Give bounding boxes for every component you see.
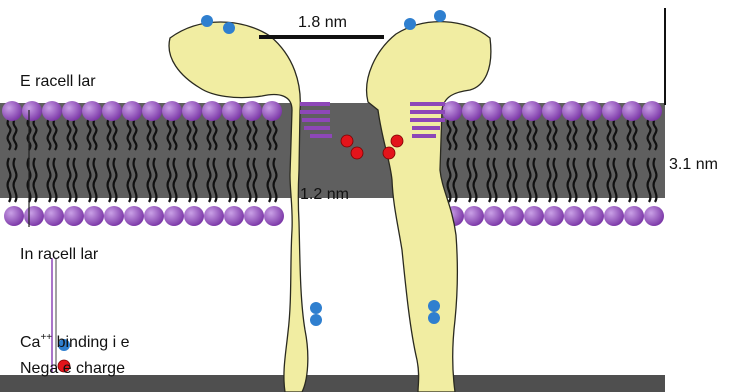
lipid-head [164, 206, 184, 226]
legend-negative-text: Nega e charge [20, 360, 125, 377]
lipid-head [524, 206, 544, 226]
membrane-thickness-label: 3.1 nm [669, 156, 718, 173]
lipid-head [84, 206, 104, 226]
legend-binding-text: Ca++ binding i e [20, 332, 130, 351]
lipid-head [124, 206, 144, 226]
lipid-head [184, 206, 204, 226]
binding-site-dot [223, 22, 235, 34]
binding-site-dot [434, 10, 446, 22]
binding-site-dot [428, 312, 440, 324]
negative-charge-dot [341, 135, 353, 147]
lipid-head [502, 101, 522, 121]
intracellular-label: In racell lar [20, 246, 99, 263]
lipid-head [262, 101, 282, 121]
lipid-head [582, 101, 602, 121]
lipid-head [122, 101, 142, 121]
lipid-head [264, 206, 284, 226]
lipid-head [544, 206, 564, 226]
lipid-head [562, 101, 582, 121]
lipid-head [584, 206, 604, 226]
lipid-head [104, 206, 124, 226]
lipid-head [644, 206, 664, 226]
lipid-head [222, 101, 242, 121]
lipid-head [44, 206, 64, 226]
lipid-head [624, 206, 644, 226]
lipid-head [484, 206, 504, 226]
lipid-head [82, 101, 102, 121]
legend: Ca++ binding i e Nega e charge [20, 332, 130, 377]
negative-charge-dot [383, 147, 395, 159]
lipid-head [162, 101, 182, 121]
lipid-head [204, 206, 224, 226]
lipid-head [182, 101, 202, 121]
pore-inner-width-label: 1.2 nm [300, 186, 349, 203]
lipid-head [622, 101, 642, 121]
lipid-head [202, 101, 222, 121]
binding-site-dot [404, 18, 416, 30]
lipid-head [244, 206, 264, 226]
binding-site-dot [201, 15, 213, 27]
negative-charge-dot [391, 135, 403, 147]
extracellular-label: Ε racell lar [20, 73, 96, 90]
lipid-head [504, 206, 524, 226]
lipid-head [564, 206, 584, 226]
pore-width-label: 1.8 nm [298, 14, 347, 31]
lipid-head [102, 101, 122, 121]
lipid-head [604, 206, 624, 226]
lipid-head [24, 206, 44, 226]
lipid-head [602, 101, 622, 121]
lipid-head [482, 101, 502, 121]
lipid-head [22, 101, 42, 121]
binding-site-dot [310, 302, 322, 314]
lipid-head [64, 206, 84, 226]
lipid-head [62, 101, 82, 121]
lipid-head [462, 101, 482, 121]
lipid-head [464, 206, 484, 226]
lipid-head [2, 101, 22, 121]
lipid-head [42, 101, 62, 121]
lipid-head [224, 206, 244, 226]
lipid-head [642, 101, 662, 121]
binding-site-dot [428, 300, 440, 312]
lipid-head [142, 101, 162, 121]
binding-site-dot [310, 314, 322, 326]
lipid-head [242, 101, 262, 121]
lipid-head [542, 101, 562, 121]
lipid-head [144, 206, 164, 226]
lipid-bilayer [0, 101, 665, 226]
negative-charge-dot [351, 147, 363, 159]
bottom-band [0, 375, 665, 392]
lipid-head [522, 101, 542, 121]
lipid-head [4, 206, 24, 226]
